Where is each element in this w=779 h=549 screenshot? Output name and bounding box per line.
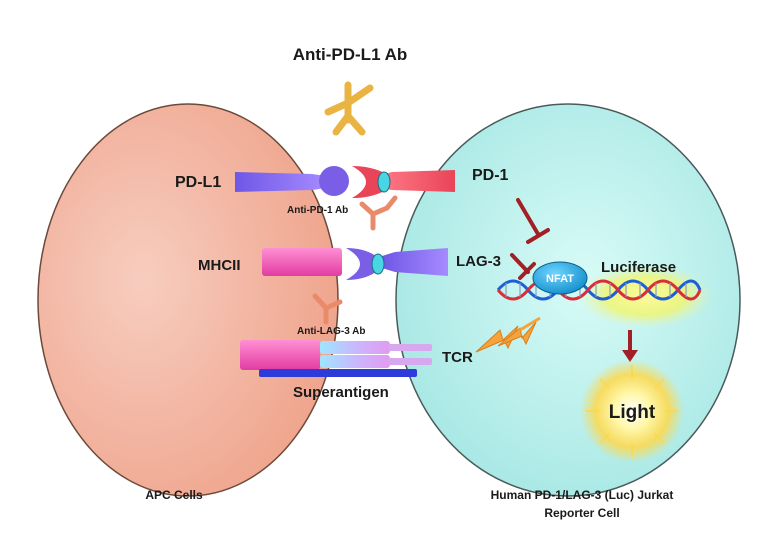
light-arrow <box>622 330 638 362</box>
pdl1-head <box>319 166 349 196</box>
mhcii-label: MHCII <box>198 257 241 274</box>
tcr-label: TCR <box>442 349 473 366</box>
anti-pd1-ab-label: Anti-PD-1 Ab <box>287 205 348 216</box>
superantigen-label: Superantigen <box>293 384 389 401</box>
activation-arrow <box>519 316 541 332</box>
tcr-complex-lower <box>320 355 390 368</box>
superantigen-bar <box>259 369 417 377</box>
pd1-pocket <box>377 171 391 193</box>
light-label: Light <box>609 402 656 423</box>
dna-strand-blue <box>496 279 702 301</box>
lag3-head <box>346 248 376 280</box>
anti-pdl1-antibody-icon-stem <box>332 81 366 136</box>
pd1-label: PD-1 <box>472 167 509 184</box>
lag3-inhibit-arrow <box>510 253 536 280</box>
anti-pdl1-ab-label: Anti-PD-L1 Ab <box>293 45 408 64</box>
light-rays <box>586 365 678 457</box>
tcr-tail <box>388 344 432 351</box>
apc-cells-label: APC Cells <box>145 488 203 502</box>
luciferase-label: Luciferase <box>601 259 676 276</box>
pd1-inhibit-arrow <box>516 198 550 244</box>
lag3-label: LAG-3 <box>456 253 501 270</box>
apc-cell <box>37 103 339 497</box>
anti-lag3-ab-label: Anti-LAG-3 Ab <box>297 326 366 337</box>
anti-lag3-antibody-icon <box>312 293 343 325</box>
pd1-head <box>352 166 386 198</box>
dna-strand-red <box>496 279 702 301</box>
lag3-pocket <box>371 253 385 275</box>
lag3-receptor <box>382 248 448 276</box>
pdl1-label: PD-L1 <box>175 174 221 191</box>
pdl1-receptor <box>235 172 326 192</box>
pd1-receptor <box>378 170 455 192</box>
reporter-cell-label-line1: Human PD-1/LAG-3 (Luc) Jurkat <box>491 488 674 502</box>
anti-pd1-antibody-icon <box>359 195 398 231</box>
reporter-cell-label-line2: Reporter Cell <box>544 506 619 520</box>
mhc-tcr-base <box>240 340 320 370</box>
nfat-factor <box>532 261 588 295</box>
tcr-tail-lower <box>388 358 432 365</box>
tcr-complex <box>320 341 390 354</box>
luciferase-glow <box>577 264 713 328</box>
nfat-label: NFAT <box>546 273 574 285</box>
mhcii-molecule <box>262 248 342 276</box>
